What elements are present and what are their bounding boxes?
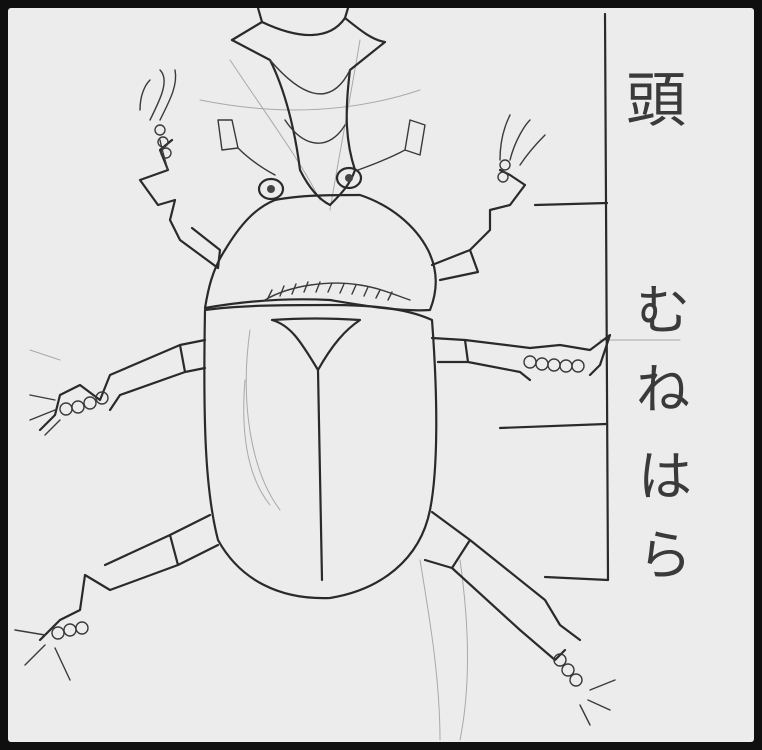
sketch-paper: 頭 むね はら (8, 8, 754, 742)
beetle-abdomen (204, 305, 436, 598)
beetle-legs (15, 70, 615, 725)
division-lines (500, 14, 608, 580)
label-thorax: むね (636, 266, 754, 424)
beetle-head (232, 8, 385, 205)
label-abdomen: はら (638, 432, 754, 590)
label-head: 頭 (626, 52, 692, 139)
antennae (218, 120, 425, 175)
beetle-thorax (205, 195, 436, 310)
pencil-guidelines (30, 40, 680, 740)
